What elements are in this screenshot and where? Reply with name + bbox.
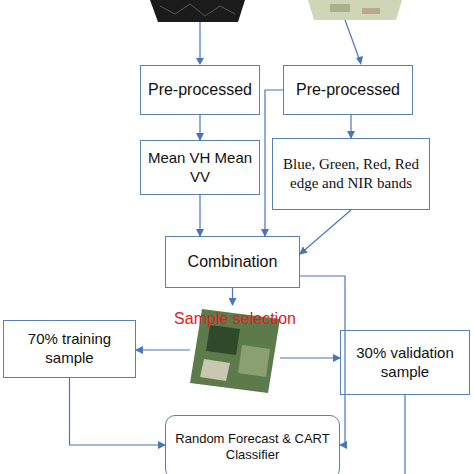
box-label: Pre-processed	[148, 80, 252, 100]
process-box: Combination	[165, 236, 300, 288]
process-box: Pre-processed	[283, 65, 413, 115]
flow-arrow	[232, 288, 233, 305]
box-label: 70% training sample	[8, 330, 131, 368]
process-box: Pre-processed	[140, 65, 260, 115]
box-label: Random Forecast & CART Classifier	[170, 431, 335, 464]
box-label: Combination	[188, 252, 278, 272]
flow-arrow	[300, 210, 351, 254]
flow-arrow	[300, 276, 345, 445]
flow-line	[199, 22, 200, 62]
section-heading: Sample selection	[150, 309, 320, 329]
flow-arrow	[136, 349, 190, 350]
classifier-box: Random Forecast & CART Classifier	[165, 415, 340, 474]
flow-arrow	[265, 90, 283, 236]
radar-texture	[160, 4, 235, 16]
image-patch	[200, 359, 230, 381]
process-box: Mean VH Mean VV	[140, 140, 260, 195]
box-label: Pre-processed	[296, 80, 400, 100]
box-label: Blue, Green, Red, Red edge and NIR bands	[277, 155, 425, 193]
radar-image	[150, 0, 245, 22]
flow-line	[404, 395, 405, 474]
process-box: 30% validation sample	[340, 330, 470, 395]
flow-arrow	[70, 378, 166, 445]
image-patch	[206, 325, 240, 355]
flow-arrow	[199, 195, 200, 236]
flow-arrow	[350, 115, 351, 138]
image-patch	[238, 345, 270, 377]
flow-arrow	[199, 115, 200, 140]
arrow-head	[356, 56, 363, 65]
process-box: Blue, Green, Red, Red edge and NIR bands	[272, 138, 430, 210]
optical-texture	[362, 8, 380, 14]
process-box: 70% training sample	[3, 320, 136, 378]
sample-image: Sample selection	[190, 305, 280, 395]
box-label: 30% validation sample	[345, 344, 465, 382]
flow-line	[345, 20, 360, 61]
optical-image	[308, 0, 402, 20]
box-label: Mean VH Mean VV	[145, 149, 255, 187]
flow-arrow	[280, 357, 340, 358]
optical-texture	[330, 4, 350, 12]
arrow-head	[196, 58, 204, 65]
